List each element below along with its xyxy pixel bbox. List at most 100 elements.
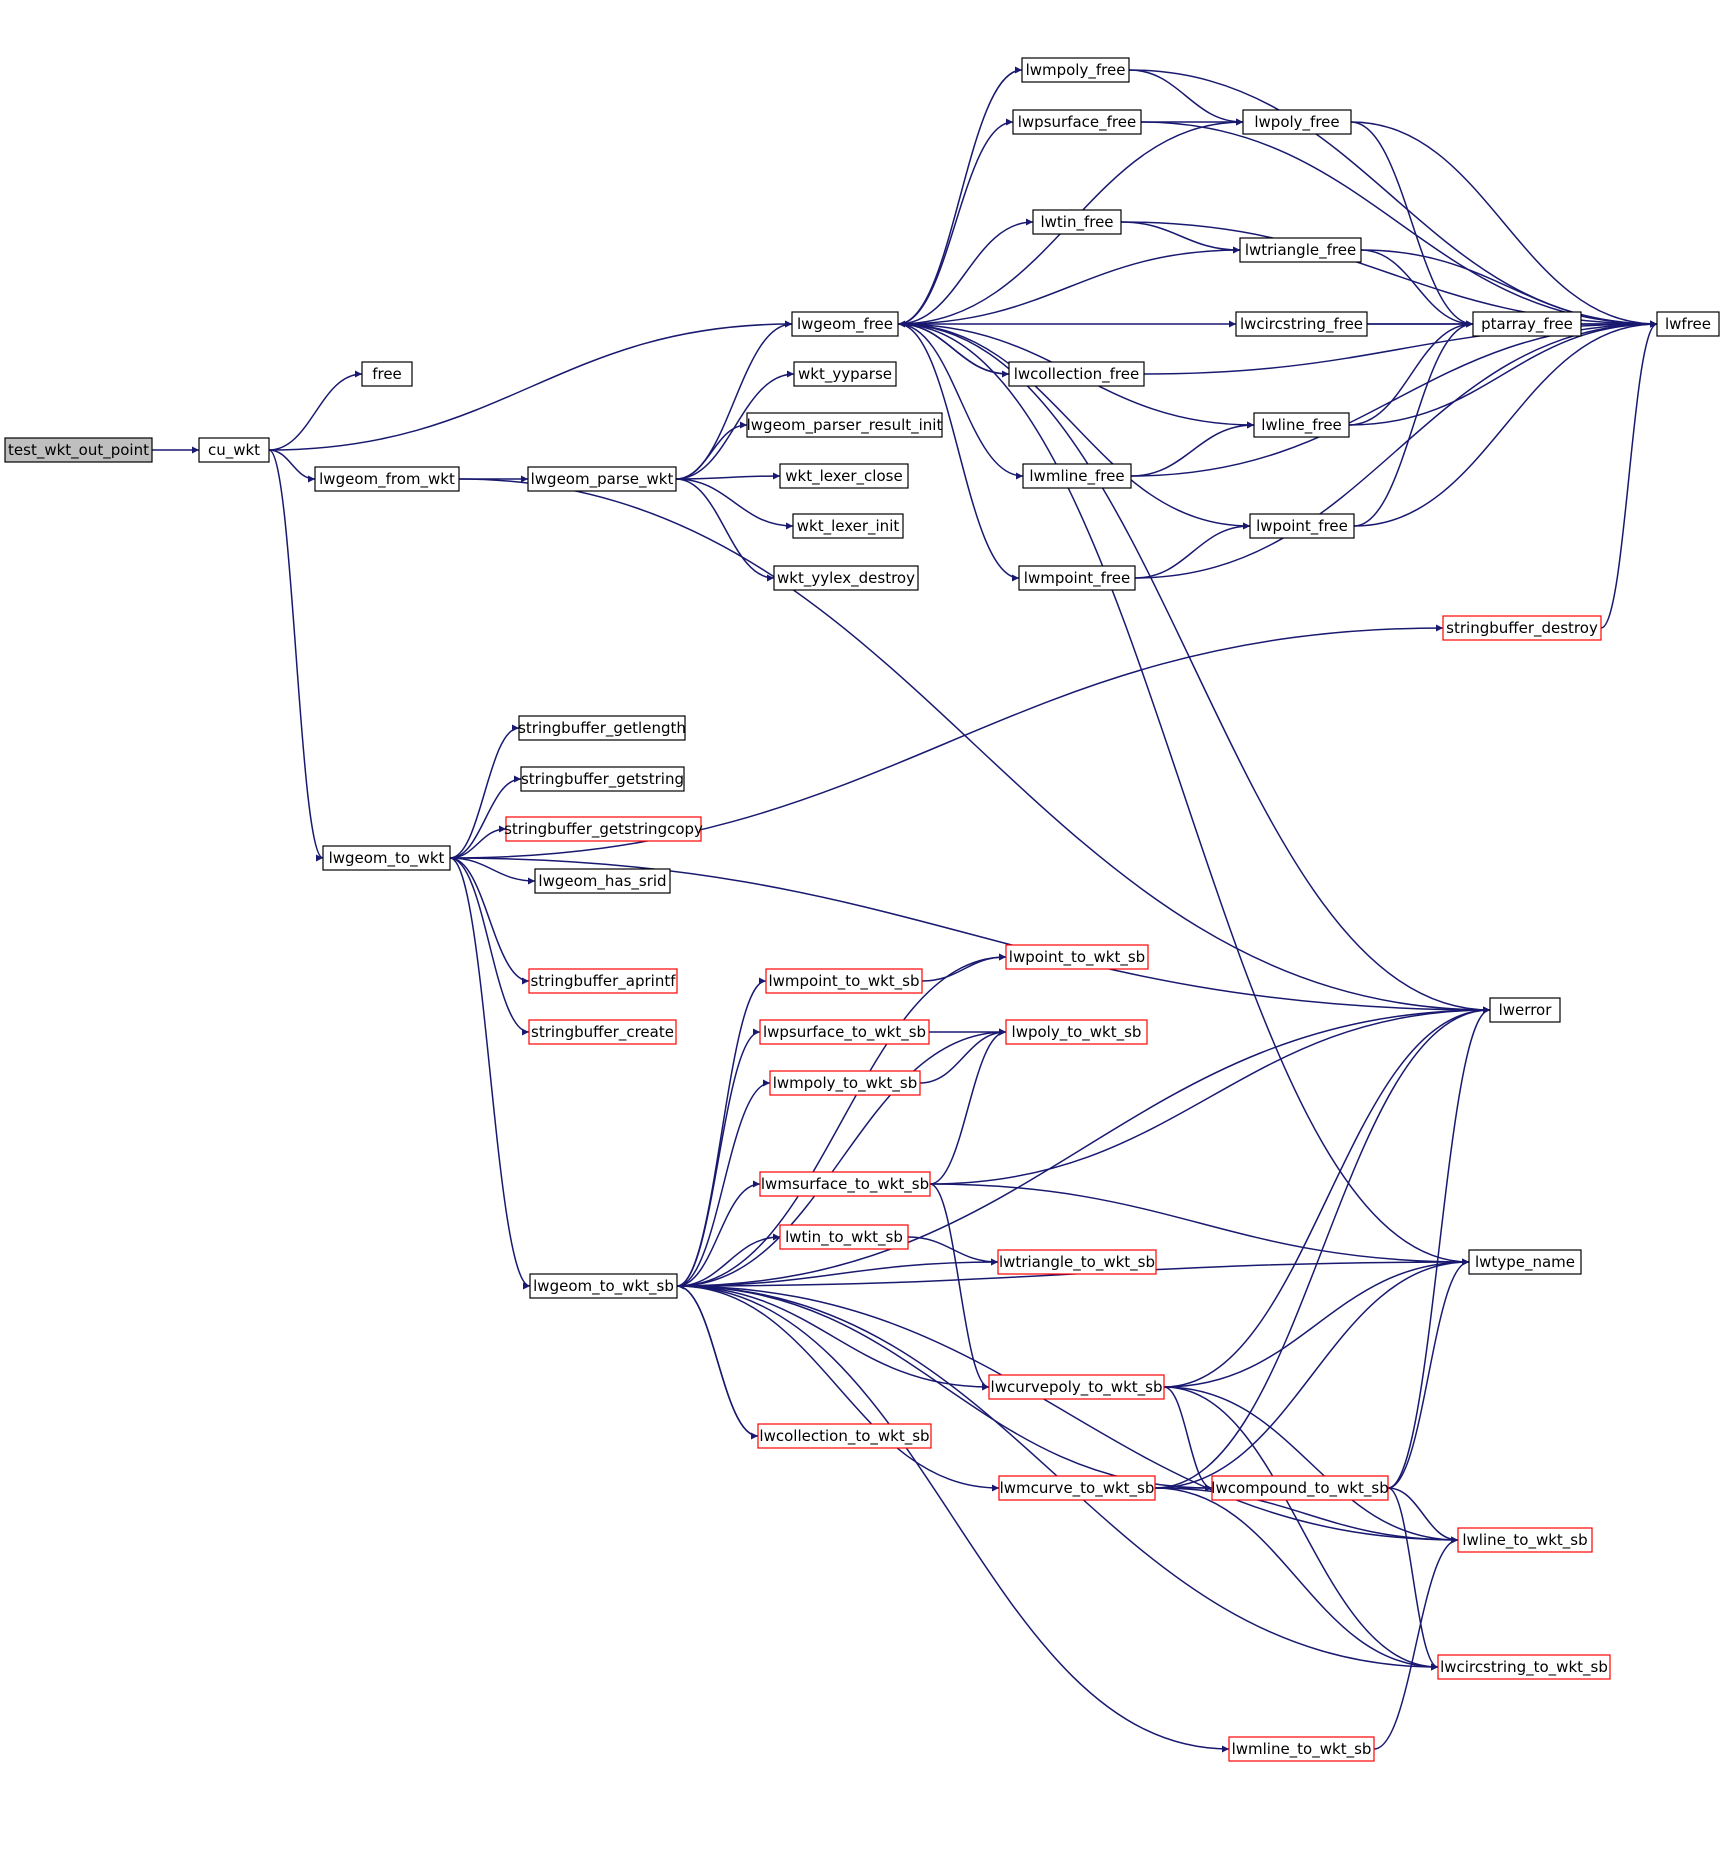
edge-stringbuffer_destroy-to-lwfree	[1600, 320, 1658, 629]
edge-lwmpoint_to_wkt_sb-to-lwpoint_to_wkt_sb	[921, 953, 1007, 982]
node-label: lwmpoint_to_wkt_sb	[768, 972, 919, 991]
edge-lwgeom_to_wkt_sb-to-lwmpoint_to_wkt_sb	[676, 977, 767, 1287]
node-box	[1005, 944, 1149, 970]
node-label: lwcompound_to_wkt_sb	[1211, 1479, 1388, 1498]
node-label: ptarray_free	[1481, 315, 1573, 334]
node-label: lwtriangle_to_wkt_sb	[999, 1253, 1155, 1272]
node-lwmsurface_to_wkt_sb[interactable]: lwmsurface_to_wkt_sb	[759, 1171, 931, 1197]
node-lwmline_to_wkt_sb[interactable]: lwmline_to_wkt_sb	[1228, 1736, 1375, 1762]
node-label: lwmline_to_wkt_sb	[1232, 1740, 1372, 1759]
edge-lwgeom_to_wkt-to-stringbuffer_aprintf	[449, 857, 530, 985]
node-label: wkt_yylex_destroy	[777, 569, 915, 588]
edge-lwcurvepoly_to_wkt_sb-to-lwerror	[1163, 1006, 1491, 1388]
edge-cu_wkt-to-lwgeom_free	[268, 320, 793, 451]
edge-lwmcurve_to_wkt_sb-to-lwerror	[1154, 1006, 1491, 1489]
node-lwcollection_to_wkt_sb[interactable]: lwcollection_to_wkt_sb	[757, 1423, 932, 1449]
node-label: stringbuffer_destroy	[1446, 619, 1598, 638]
node-lwmpoint_free[interactable]: lwmpoint_free	[1018, 565, 1136, 591]
node-box	[1032, 209, 1122, 235]
edge-lwmline_free-to-lwline_free	[1130, 421, 1255, 477]
node-wkt_yyparse[interactable]: wkt_yyparse	[793, 361, 897, 387]
node-lwpsurface_to_wkt_sb[interactable]: lwpsurface_to_wkt_sb	[759, 1019, 930, 1045]
node-lwpoint_to_wkt_sb[interactable]: lwpoint_to_wkt_sb	[1005, 944, 1149, 970]
node-label: lwerror	[1499, 1001, 1553, 1019]
node-lwpoint_free[interactable]: lwpoint_free	[1249, 513, 1355, 539]
edge-lwgeom_to_wkt-to-stringbuffer_getstring	[449, 775, 522, 859]
node-free[interactable]: free	[361, 361, 413, 387]
edge-lwmsurface_to_wkt_sb-to-lwpoly_to_wkt_sb	[929, 1028, 1007, 1185]
node-lwtin_free[interactable]: lwtin_free	[1032, 209, 1122, 235]
node-lwcurvepoly_to_wkt_sb[interactable]: lwcurvepoly_to_wkt_sb	[988, 1374, 1165, 1400]
edge-lwcurvepoly_to_wkt_sb-to-lwcircstring_to_wkt_sb	[1163, 1386, 1439, 1671]
node-lwgeom_from_wkt[interactable]: lwgeom_from_wkt	[314, 466, 460, 492]
node-box	[757, 1423, 932, 1449]
edge-lwmpoint_free-to-lwpoint_free	[1134, 522, 1251, 579]
node-lwtype_name[interactable]: lwtype_name	[1468, 1249, 1582, 1275]
node-lwmcurve_to_wkt_sb[interactable]: lwmcurve_to_wkt_sb	[998, 1475, 1156, 1501]
node-lwgeom_parse_wkt[interactable]: lwgeom_parse_wkt	[527, 466, 677, 492]
node-label: lwgeom_from_wkt	[319, 470, 455, 489]
node-box	[1211, 1475, 1389, 1501]
node-label: lwpoint_to_wkt_sb	[1009, 948, 1145, 967]
node-lwmpoint_to_wkt_sb[interactable]: lwmpoint_to_wkt_sb	[765, 968, 923, 994]
node-lwgeom_to_wkt[interactable]: lwgeom_to_wkt	[322, 845, 451, 871]
node-lwline_to_wkt_sb[interactable]: lwline_to_wkt_sb	[1457, 1527, 1593, 1553]
node-box	[527, 466, 677, 492]
edge-lwgeom_parse_wkt-to-lwgeom_parser_result_init	[675, 421, 748, 480]
node-stringbuffer_aprintf[interactable]: stringbuffer_aprintf	[528, 968, 678, 994]
edge-lwgeom_free-to-lwtriangle_free	[897, 246, 1241, 325]
node-lwmpoly_to_wkt_sb[interactable]: lwmpoly_to_wkt_sb	[769, 1070, 921, 1096]
node-ptarray_free[interactable]: ptarray_free	[1472, 311, 1582, 337]
node-label: free	[372, 365, 402, 383]
edge-lwcurvepoly_to_wkt_sb-to-lwcompound_to_wkt_sb	[1163, 1386, 1213, 1492]
node-wkt_lexer_close[interactable]: wkt_lexer_close	[779, 463, 909, 489]
node-lwgeom_has_srid[interactable]: lwgeom_has_srid	[534, 868, 671, 894]
edge-lwgeom_to_wkt_sb-to-lwpoly_to_wkt_sb	[676, 1028, 1007, 1287]
node-lwtin_to_wkt_sb[interactable]: lwtin_to_wkt_sb	[779, 1224, 909, 1250]
node-lwfree[interactable]: lwfree	[1656, 311, 1720, 337]
edge-lwgeom_parse_wkt-to-wkt_yylex_destroy	[675, 478, 775, 582]
edge-lwgeom_to_wkt_sb-to-lwcurvepoly_to_wkt_sb	[676, 1285, 990, 1391]
node-lwcircstring_to_wkt_sb[interactable]: lwcircstring_to_wkt_sb	[1437, 1654, 1611, 1680]
node-stringbuffer_getstring[interactable]: stringbuffer_getstring	[520, 766, 685, 792]
node-lwcircstring_free[interactable]: lwcircstring_free	[1235, 311, 1368, 337]
node-label: lwmpoly_to_wkt_sb	[773, 1074, 918, 1093]
node-cu_wkt[interactable]: cu_wkt	[198, 437, 270, 463]
edge-lwcurvepoly_to_wkt_sb-to-lwline_to_wkt_sb	[1163, 1386, 1459, 1544]
node-lwline_free[interactable]: lwline_free	[1253, 412, 1350, 438]
node-label: lwgeom_parse_wkt	[531, 470, 674, 489]
node-lwgeom_to_wkt_sb[interactable]: lwgeom_to_wkt_sb	[529, 1273, 678, 1299]
node-box	[779, 463, 909, 489]
node-lwcompound_to_wkt_sb[interactable]: lwcompound_to_wkt_sb	[1211, 1475, 1389, 1501]
node-lwpoly_to_wkt_sb[interactable]: lwpoly_to_wkt_sb	[1005, 1019, 1148, 1045]
node-lwtriangle_to_wkt_sb[interactable]: lwtriangle_to_wkt_sb	[997, 1249, 1157, 1275]
node-box	[505, 816, 702, 842]
node-box	[314, 466, 460, 492]
node-lwerror[interactable]: lwerror	[1489, 997, 1561, 1023]
node-stringbuffer_getlength[interactable]: stringbuffer_getlength	[518, 715, 686, 741]
node-stringbuffer_getstringcopy[interactable]: stringbuffer_getstringcopy	[504, 816, 703, 842]
node-box	[1012, 109, 1142, 135]
edge-lwcompound_to_wkt_sb-to-lwcircstring_to_wkt_sb	[1387, 1487, 1439, 1671]
node-lwpsurface_free[interactable]: lwpsurface_free	[1012, 109, 1142, 135]
node-wkt_lexer_init[interactable]: wkt_lexer_init	[792, 513, 904, 539]
node-lwpoly_free[interactable]: lwpoly_free	[1242, 109, 1352, 135]
node-stringbuffer_destroy[interactable]: stringbuffer_destroy	[1442, 615, 1602, 641]
node-lwgeom_free[interactable]: lwgeom_free	[791, 311, 899, 337]
node-wkt_yylex_destroy[interactable]: wkt_yylex_destroy	[773, 565, 919, 591]
edge-lwgeom_free-to-lwmpoint_free	[897, 323, 1020, 582]
node-label: stringbuffer_getstring	[521, 770, 684, 789]
node-box	[1235, 311, 1368, 337]
node-lwtriangle_free[interactable]: lwtriangle_free	[1239, 237, 1362, 263]
node-lwcollection_free[interactable]: lwcollection_free	[1008, 361, 1145, 387]
node-lwgeom_parser_result_init[interactable]: lwgeom_parser_result_init	[746, 412, 943, 438]
node-label: lwgeom_has_srid	[538, 872, 666, 891]
node-lwmline_free[interactable]: lwmline_free	[1022, 463, 1132, 489]
node-box	[792, 513, 904, 539]
node-lwmpoly_free[interactable]: lwmpoly_free	[1021, 57, 1130, 83]
node-label: cu_wkt	[208, 441, 260, 460]
node-stringbuffer_create[interactable]: stringbuffer_create	[528, 1019, 677, 1045]
edge-lwcompound_to_wkt_sb-to-lwtype_name	[1387, 1258, 1470, 1489]
node-test_wkt_out_point[interactable]: test_wkt_out_point	[4, 437, 153, 463]
node-box	[759, 1171, 931, 1197]
